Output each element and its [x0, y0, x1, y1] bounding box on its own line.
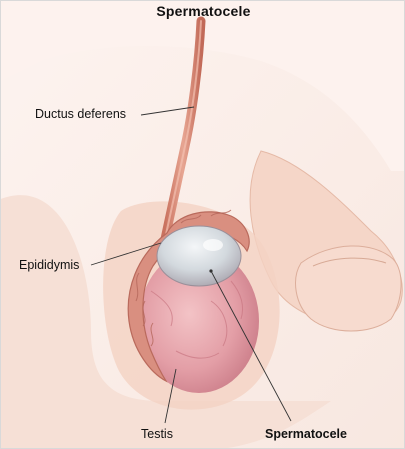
- leader-epididymis: [90, 242, 162, 266]
- leader-ductus: [140, 106, 195, 116]
- leader-testis: [164, 368, 177, 424]
- label-ductus-deferens: Ductus deferens: [35, 107, 127, 121]
- upper-abdomen: [1, 1, 404, 171]
- label-spermatocele: Spermatocele: [265, 427, 347, 441]
- figure-title: Spermatocele: [156, 3, 251, 19]
- testis-shape: [139, 249, 259, 393]
- label-epididymis: Epididymis: [19, 258, 80, 272]
- spermatocele-cyst-shape: [156, 225, 242, 287]
- leader-spermatocele: [210, 270, 292, 422]
- glans-shape: [295, 245, 402, 332]
- thigh-skin: [1, 195, 331, 448]
- label-testis: Testis: [141, 427, 173, 441]
